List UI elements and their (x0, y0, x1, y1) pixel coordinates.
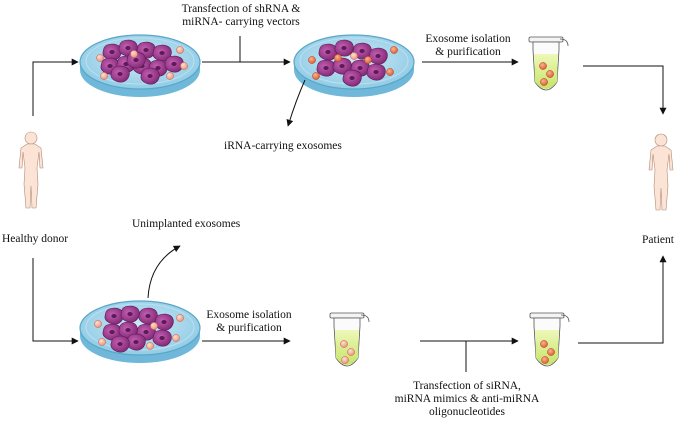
transfection-shrna-label: Transfection of shRNA & miRNA- carrying … (176, 3, 306, 29)
arrow-donor-to-dish1 (32, 58, 79, 116)
transfection-shrna-line2: miRNA- carrying vectors (182, 16, 300, 28)
arrows (32, 36, 667, 372)
irna-exosomes-label: iRNA-carrying exosomes (224, 140, 342, 152)
tube-bottom-left (329, 312, 370, 367)
arrow-tube2-to-patient (578, 255, 667, 344)
exosome-isolation-bottom-line2: & purification (216, 322, 282, 334)
healthy-donor-figure (18, 131, 44, 209)
arrow-unimplanted-exosomes (147, 245, 181, 299)
unimplanted-exosomes-label: Unimplanted exosomes (132, 218, 241, 230)
transfection-shrna-line1: Transfection of shRNA & (181, 3, 301, 15)
exosome-isolation-bottom-label: Exosome isolation & purification (199, 309, 299, 335)
healthy-donor-label: Healthy donor (2, 233, 69, 245)
transfection-sirna-line1: Transfection of siRNA, (413, 380, 521, 392)
arrow-irna-exosomes (286, 79, 306, 127)
petri-dish-bottom-left (79, 300, 201, 364)
exosome-isolation-bottom-line1: Exosome isolation (206, 309, 292, 321)
exosome-isolation-top-line2: & purification (435, 46, 501, 58)
transfection-sirna-label: Transfection of siRNA, miRNA mimics & an… (380, 380, 554, 419)
petri-dish-top-middle (293, 34, 415, 98)
patient-label: Patient (642, 234, 674, 246)
arrow-tube-to-patient (583, 65, 667, 115)
exosome-isolation-top-line1: Exosome isolation (425, 33, 511, 45)
transfection-sirna-line2: miRNA mimics & anti-miRNA (394, 393, 540, 405)
exosome-isolation-top-label: Exosome isolation & purification (418, 33, 518, 59)
transfection-sirna-line3: oligonucleotides (428, 406, 505, 418)
arrow-donor-to-dish3 (32, 258, 79, 345)
patient-figure (648, 133, 674, 211)
tube-top (528, 36, 569, 91)
petri-dish-top-left (79, 34, 201, 98)
tube-bottom-right (529, 312, 570, 367)
